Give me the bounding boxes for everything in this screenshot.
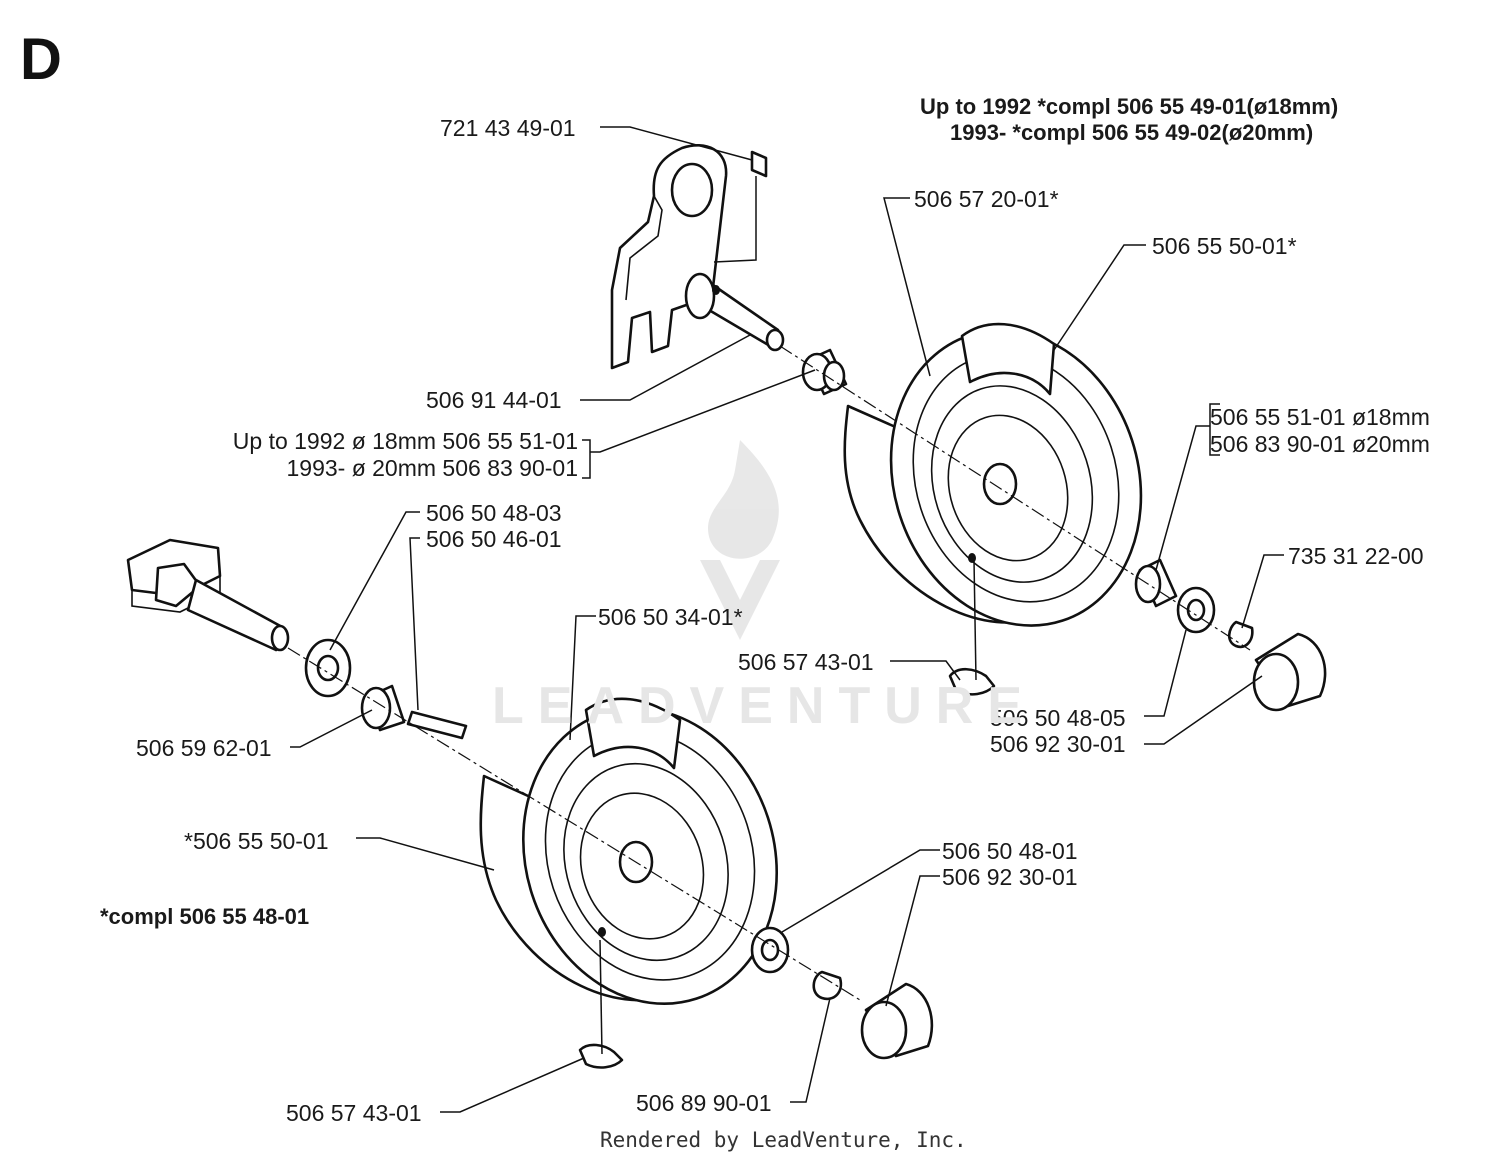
- label-cap-lower: 506 92 30-01: [942, 864, 1078, 890]
- label-valve-upper: 506 57 43-01: [738, 649, 874, 675]
- lower-valve: [578, 1043, 624, 1069]
- label-washer-left-top: 506 50 48-03: [426, 500, 562, 526]
- upper-right-washer: [1176, 586, 1216, 634]
- label-bushing-lower-left: 506 59 62-01: [136, 735, 272, 761]
- label-bushing-right-1: 506 55 51-01 ø18mm: [1210, 404, 1430, 430]
- upper-right-bushing: [1134, 558, 1178, 608]
- lower-cap: [860, 982, 934, 1060]
- label-clip-lower: 506 89 90-01: [636, 1090, 772, 1116]
- upper-axle-bushing: [801, 348, 848, 396]
- axis-lines: [287, 345, 1251, 1001]
- lower-clip: [812, 970, 843, 1001]
- label-bushing-left-1: Up to 1992 ø 18mm 506 55 51-01: [232, 428, 578, 454]
- header-note-line1: Up to 1992 *compl 506 55 49-01(ø18mm): [920, 94, 1339, 119]
- watermark-text: LEADVENTURE: [492, 677, 1037, 735]
- label-wheel-lower-rim: 506 50 34-01*: [598, 604, 743, 630]
- label-pin-top: 721 43 49-01: [440, 115, 576, 141]
- watermark-logo: [700, 440, 780, 640]
- label-wheel-lower-tire: *506 55 50-01: [184, 828, 329, 854]
- label-axle-upper: 506 91 44-01: [426, 387, 562, 413]
- lower-left-bushing: [360, 684, 406, 732]
- compl-note: *compl 506 55 48-01: [100, 904, 310, 929]
- label-valve-lower: 506 57 43-01: [286, 1100, 422, 1126]
- leader-lines: [290, 126, 1284, 1113]
- upper-clip: [1227, 620, 1254, 649]
- label-washer-lower: 506 50 48-01: [942, 838, 1078, 864]
- section-letter: D: [20, 27, 62, 92]
- label-washer-upper-right: 506 50 48-05: [990, 705, 1126, 731]
- header-note-line2: 1993- *compl 506 55 49-02(ø20mm): [950, 120, 1314, 145]
- lower-washer: [750, 926, 790, 974]
- label-clip-upper: 735 31 22-00: [1288, 543, 1424, 569]
- upper-wheel: [843, 322, 1143, 627]
- label-bushing-right-2: 506 83 90-01 ø20mm: [1210, 431, 1430, 457]
- lower-left-washer: [304, 638, 352, 698]
- label-wheel-upper-rim: 506 57 20-01*: [914, 186, 1059, 212]
- label-wheel-upper-tire: 506 55 50-01*: [1152, 233, 1297, 259]
- upper-bracket: [610, 144, 785, 370]
- label-bushing-left-2: 1993- ø 20mm 506 83 90-01: [286, 455, 578, 481]
- key-part: [406, 710, 468, 740]
- lower-axle-bracket: [126, 538, 290, 652]
- lower-wheel: [479, 697, 779, 1006]
- upper-cap: [1252, 632, 1327, 712]
- footer-credit: Rendered by LeadVenture, Inc.: [600, 1128, 967, 1152]
- label-cap-upper: 506 92 30-01: [990, 731, 1126, 757]
- label-key: 506 50 46-01: [426, 526, 562, 552]
- upper-valve: [948, 667, 996, 696]
